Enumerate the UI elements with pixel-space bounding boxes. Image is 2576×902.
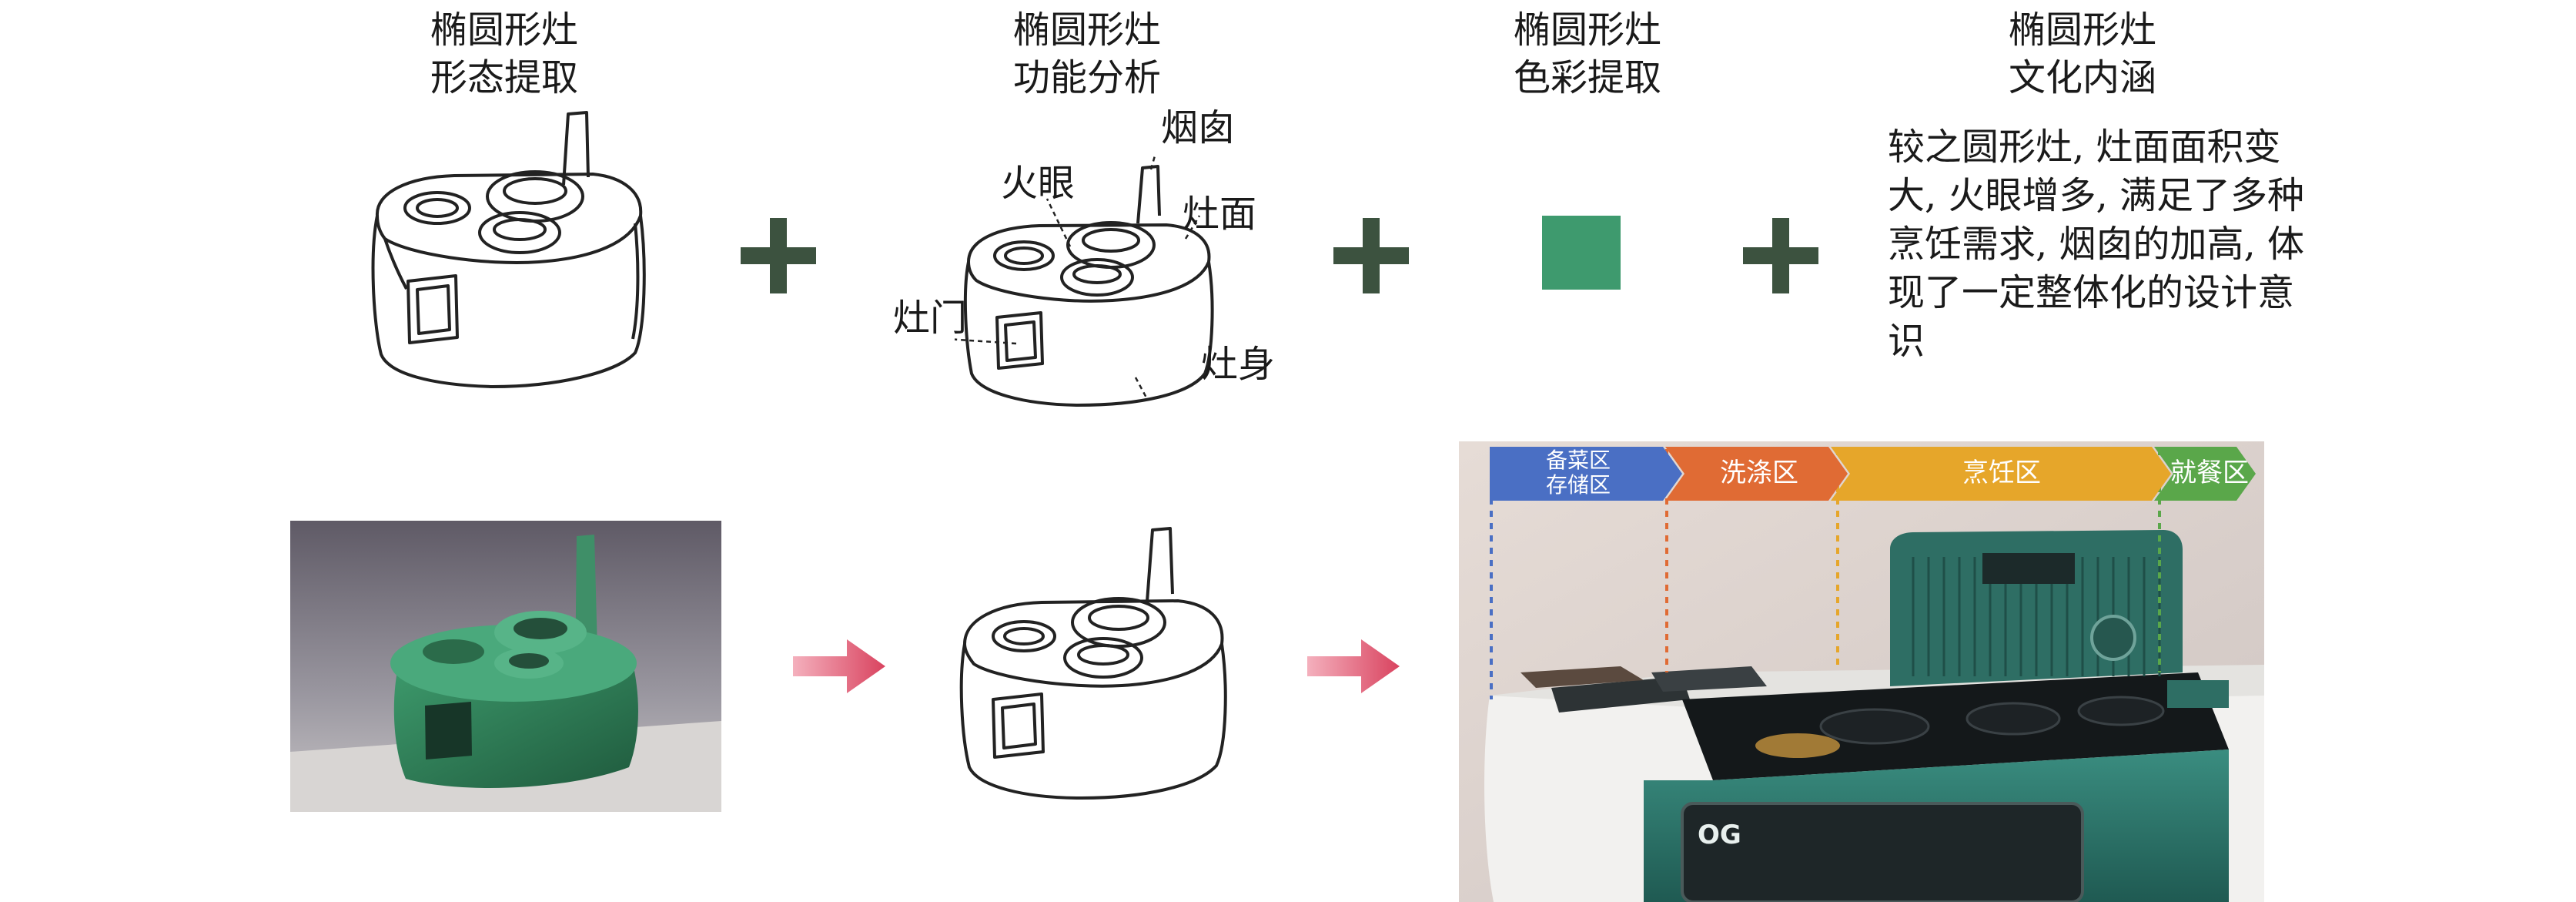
stove-sketch-form (371, 111, 646, 388)
heading-line1: 椭圆形灶 (430, 8, 578, 52)
product-panel-text: OG (1698, 820, 1741, 850)
heading-line1: 椭圆形灶 (1012, 8, 1161, 52)
kitchen-product-render: OG (1459, 441, 2264, 902)
heading-cultural-meaning: 椭圆形灶 文化内涵 (1929, 6, 2236, 102)
heading-line2: 色彩提取 (1513, 56, 1661, 99)
stove-sketch-outline (959, 527, 1227, 800)
plus-icon (1333, 218, 1409, 293)
label-surface: 灶面 (1183, 193, 1257, 236)
label-chimney: 烟囱 (1161, 106, 1236, 149)
label-door: 灶门 (893, 297, 968, 340)
cultural-description: 较之圆形灶, 灶面面积变大, 火眼增多, 满足了多种烹饪需求, 烟囱的加高, 体… (1888, 126, 2305, 363)
color-swatch (1542, 216, 1621, 290)
label-burner: 火眼 (1001, 162, 1076, 205)
arrow-right-icon (793, 639, 885, 693)
heading-form-extraction: 椭圆形灶 形态提取 (350, 6, 658, 102)
zone-label-prep-storage: 备菜区 存储区 (1545, 448, 1611, 498)
heading-line2: 形态提取 (430, 56, 578, 99)
plus-icon (1743, 218, 1818, 293)
stove-sketch-function (955, 154, 1214, 407)
heading-line2: 文化内涵 (2008, 56, 2156, 99)
heading-function-analysis: 椭圆形灶 功能分析 (933, 6, 1241, 102)
label-body: 灶身 (1201, 343, 1276, 386)
heading-line1: 椭圆形灶 (2008, 8, 2156, 52)
zone-label-cooking: 烹饪区 (1962, 458, 2041, 488)
zone-label-dining: 就餐区 (2170, 458, 2249, 488)
plus-icon (741, 218, 816, 293)
arrow-right-icon (1307, 639, 1400, 693)
heading-color-extraction: 椭圆形灶 色彩提取 (1434, 6, 1741, 102)
heading-line1: 椭圆形灶 (1513, 8, 1661, 52)
zone-band (1490, 447, 2256, 501)
heading-line2: 功能分析 (1012, 56, 1161, 99)
zone-label-washing: 洗涤区 (1720, 458, 1798, 488)
stove-photo (290, 521, 721, 812)
